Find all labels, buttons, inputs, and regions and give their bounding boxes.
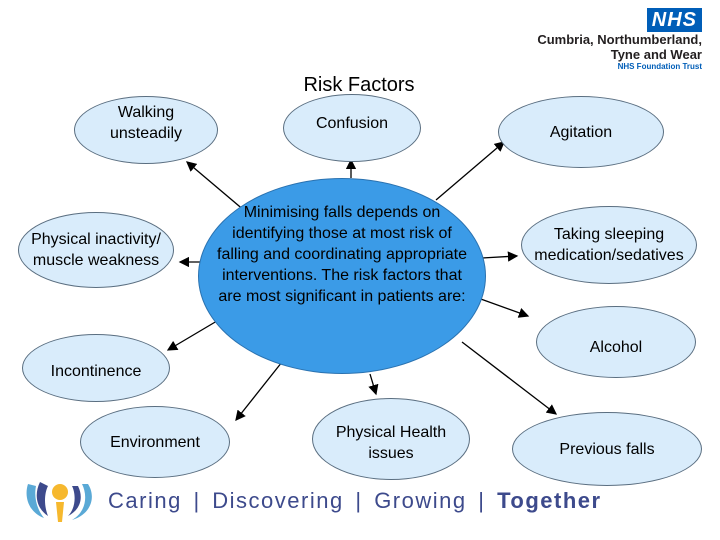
node-physical-health-label: Physical Health issues: [335, 424, 447, 462]
footer-separator: |: [355, 488, 363, 513]
footer-together: Together: [497, 488, 602, 513]
footer-separator: |: [478, 488, 486, 513]
node-walking-unsteadily-label: Walking unsteadily: [109, 104, 183, 142]
node-physical-inactivity-label: Physical inactivity/ muscle weakness: [31, 231, 161, 269]
arrow-incontinence: [166, 317, 223, 351]
node-alcohol: Alcohol: [536, 306, 696, 378]
node-sleeping-medication-label: Taking sleeping medication/sedatives: [534, 226, 684, 264]
node-confusion: Confusion: [283, 94, 421, 162]
node-walking-unsteadily: Walking unsteadily: [74, 96, 218, 164]
arrow-agitation: [435, 141, 505, 201]
footer-discovering: Discovering: [212, 488, 344, 513]
node-physical-inactivity: Physical inactivity/ muscle weakness: [18, 212, 174, 288]
arrow-physical-health: [368, 373, 379, 396]
node-previous-falls: Previous falls: [512, 412, 702, 486]
footer-tagline: Caring | Discovering | Growing | Togethe…: [108, 488, 602, 514]
arrow-environment: [235, 361, 283, 422]
nhs-logo-badge: NHS: [646, 8, 702, 32]
node-confusion-label: Confusion: [315, 114, 389, 132]
node-sleeping-medication: Taking sleeping medication/sedatives: [521, 206, 697, 284]
node-agitation-label: Agitation: [549, 123, 613, 141]
node-agitation: Agitation: [498, 96, 664, 168]
node-physical-health: Physical Health issues: [312, 398, 470, 480]
footer-separator: |: [193, 488, 201, 513]
nhs-trust-logo: NHS Cumbria, Northumberland, Tyne and We…: [537, 8, 702, 72]
node-previous-falls-label: Previous falls: [559, 440, 655, 458]
central-text: Minimising falls depends on identifying …: [217, 204, 467, 305]
trust-name-line2: Tyne and Wear: [610, 47, 702, 62]
trust-name-sub: NHS Foundation Trust: [617, 62, 702, 71]
footer-growing: Growing: [374, 488, 467, 513]
arrow-previous-falls: [461, 341, 558, 415]
node-incontinence: Incontinence: [22, 334, 170, 402]
arrow-sleeping: [481, 251, 519, 262]
node-environment: Environment: [80, 406, 230, 478]
central-ellipse: [198, 178, 486, 374]
node-alcohol-label: Alcohol: [589, 338, 643, 356]
trust-name-line1: Cumbria, Northumberland,: [537, 32, 702, 47]
arrow-alcohol: [477, 297, 530, 318]
node-incontinence-label: Incontinence: [50, 362, 142, 380]
footer-caring: Caring: [108, 488, 182, 513]
diagram-title: Risk Factors: [303, 74, 415, 96]
trust-emblem-icon: [26, 482, 92, 522]
node-environment-label: Environment: [110, 433, 200, 451]
